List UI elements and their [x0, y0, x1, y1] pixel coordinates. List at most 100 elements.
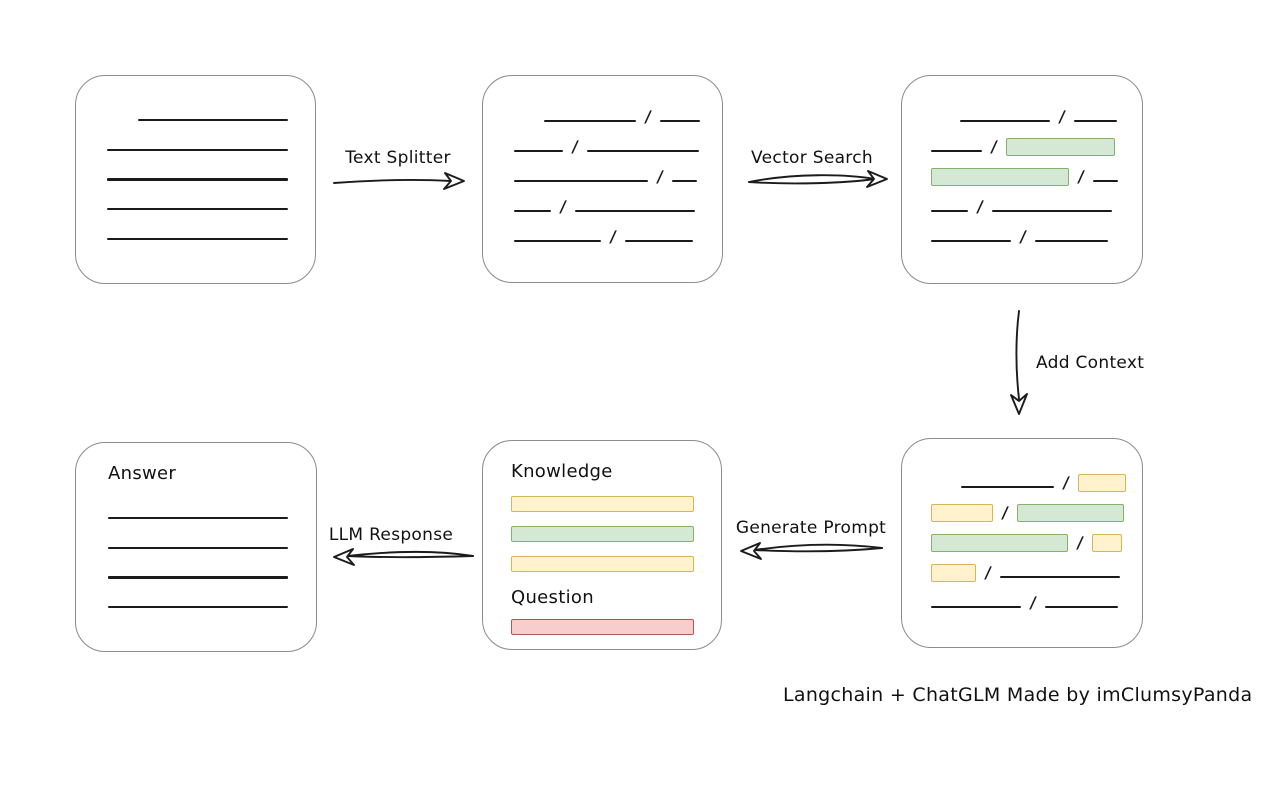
text-line	[931, 209, 968, 212]
text-line	[960, 119, 1050, 122]
chunk-highlight-yellow	[1091, 534, 1122, 552]
context-chunks-box: /////	[901, 438, 1143, 648]
red-bar	[511, 619, 694, 635]
knowledge-bars	[511, 496, 721, 572]
chunk-row: /	[514, 186, 722, 216]
question-label: Question	[511, 587, 594, 608]
text-line	[107, 237, 288, 240]
text-line	[108, 517, 288, 520]
vector-search-arrow-2	[748, 178, 876, 185]
chunk-row: /	[931, 462, 1142, 492]
diagram-caption: Langchain + ChatGLM Made by imClumsyPand…	[783, 684, 1253, 706]
green-bar	[511, 526, 694, 542]
text-line	[586, 149, 699, 152]
text-line	[991, 209, 1112, 212]
add-context-arrowhead	[1010, 393, 1028, 415]
text-line	[624, 239, 693, 242]
chunk-rows: / / / / /	[514, 96, 722, 246]
text-line	[961, 485, 1054, 488]
text-line	[138, 119, 288, 122]
chunk-row: /	[931, 582, 1142, 612]
answer-lines	[108, 517, 316, 609]
chunk-row: /	[931, 522, 1142, 552]
prompt-box: Knowledge Question	[482, 440, 722, 650]
slash-separator: /	[975, 197, 985, 216]
text-line	[999, 575, 1120, 578]
text-line	[107, 208, 288, 211]
generate-prompt-arrow	[754, 543, 883, 551]
text-splitter-arrowhead	[443, 172, 465, 190]
text-line	[107, 178, 288, 181]
slash-separator: /	[1075, 533, 1085, 552]
chunk-highlight-yellow	[931, 504, 993, 522]
slash-separator: /	[608, 227, 618, 246]
chunk-row: /	[931, 156, 1142, 186]
chunk-highlight-green	[931, 534, 1068, 552]
slash-separator: /	[1076, 167, 1086, 186]
slash-separator: /	[1057, 107, 1067, 126]
chunk-row: /	[931, 216, 1142, 246]
chunk-rows: /////	[931, 96, 1142, 246]
slash-separator: /	[643, 107, 653, 126]
slash-separator: /	[655, 167, 665, 186]
chunk-row: /	[931, 186, 1142, 216]
add-context-arrow	[1015, 310, 1020, 400]
chunk-rows: /////	[931, 462, 1142, 612]
chunk-highlight-green	[1016, 504, 1124, 522]
split-chunks-box: / / / / /	[482, 75, 723, 283]
llm-response-arrow-2	[347, 555, 474, 559]
chunk-highlight-yellow	[1077, 474, 1126, 492]
knowledge-label: Knowledge	[511, 461, 613, 482]
chunk-row: /	[931, 552, 1142, 582]
text-line	[931, 149, 982, 152]
slash-separator: /	[1000, 503, 1010, 522]
vector-search-arrow	[748, 174, 876, 183]
chunk-row: /	[514, 156, 722, 186]
chunk-row: /	[514, 216, 722, 246]
slash-separator: /	[1018, 227, 1028, 246]
vector-search-label: Vector Search	[751, 148, 873, 168]
chunk-row: /	[514, 126, 722, 156]
text-line	[931, 239, 1011, 242]
generate-prompt-label: Generate Prompt	[735, 518, 887, 538]
text-line	[1073, 119, 1117, 122]
chunk-highlight-green	[931, 168, 1069, 186]
question-bars	[511, 619, 721, 635]
yellow-bar	[511, 556, 694, 572]
chunk-row: /	[514, 96, 722, 126]
chunk-row: /	[931, 492, 1142, 522]
yellow-bar	[511, 496, 694, 512]
text-line	[659, 119, 700, 122]
slash-separator: /	[570, 137, 580, 156]
source-document-box	[75, 75, 316, 284]
text-line	[1044, 605, 1118, 608]
chunk-highlight-yellow	[931, 564, 976, 582]
text-line	[107, 148, 288, 151]
text-line	[671, 179, 697, 182]
text-line	[514, 179, 648, 182]
slash-separator: /	[983, 563, 993, 582]
slash-separator: /	[558, 197, 568, 216]
text-line	[1034, 239, 1108, 242]
text-line	[514, 239, 601, 242]
text-line	[108, 606, 288, 609]
llm-response-arrowhead	[333, 548, 355, 566]
generate-prompt-arrow-2	[754, 547, 883, 553]
llm-response-arrow	[347, 550, 474, 557]
text-splitter-label: Text Splitter	[345, 148, 451, 168]
answer-box: Answer	[75, 442, 317, 652]
text-line	[1092, 179, 1118, 182]
text-splitter-arrow	[333, 179, 452, 184]
chunk-row: /	[931, 126, 1142, 156]
vector-matched-chunks-box: /////	[901, 75, 1143, 284]
chunk-row: /	[931, 96, 1142, 126]
add-context-label: Add Context	[1036, 353, 1145, 373]
slash-separator: /	[1061, 473, 1071, 492]
chunk-highlight-green	[1005, 138, 1115, 156]
text-line	[544, 119, 636, 122]
text-line	[108, 576, 288, 579]
vector-search-arrowhead	[866, 170, 888, 188]
generate-prompt-arrowhead	[740, 542, 762, 560]
text-line	[514, 209, 551, 212]
